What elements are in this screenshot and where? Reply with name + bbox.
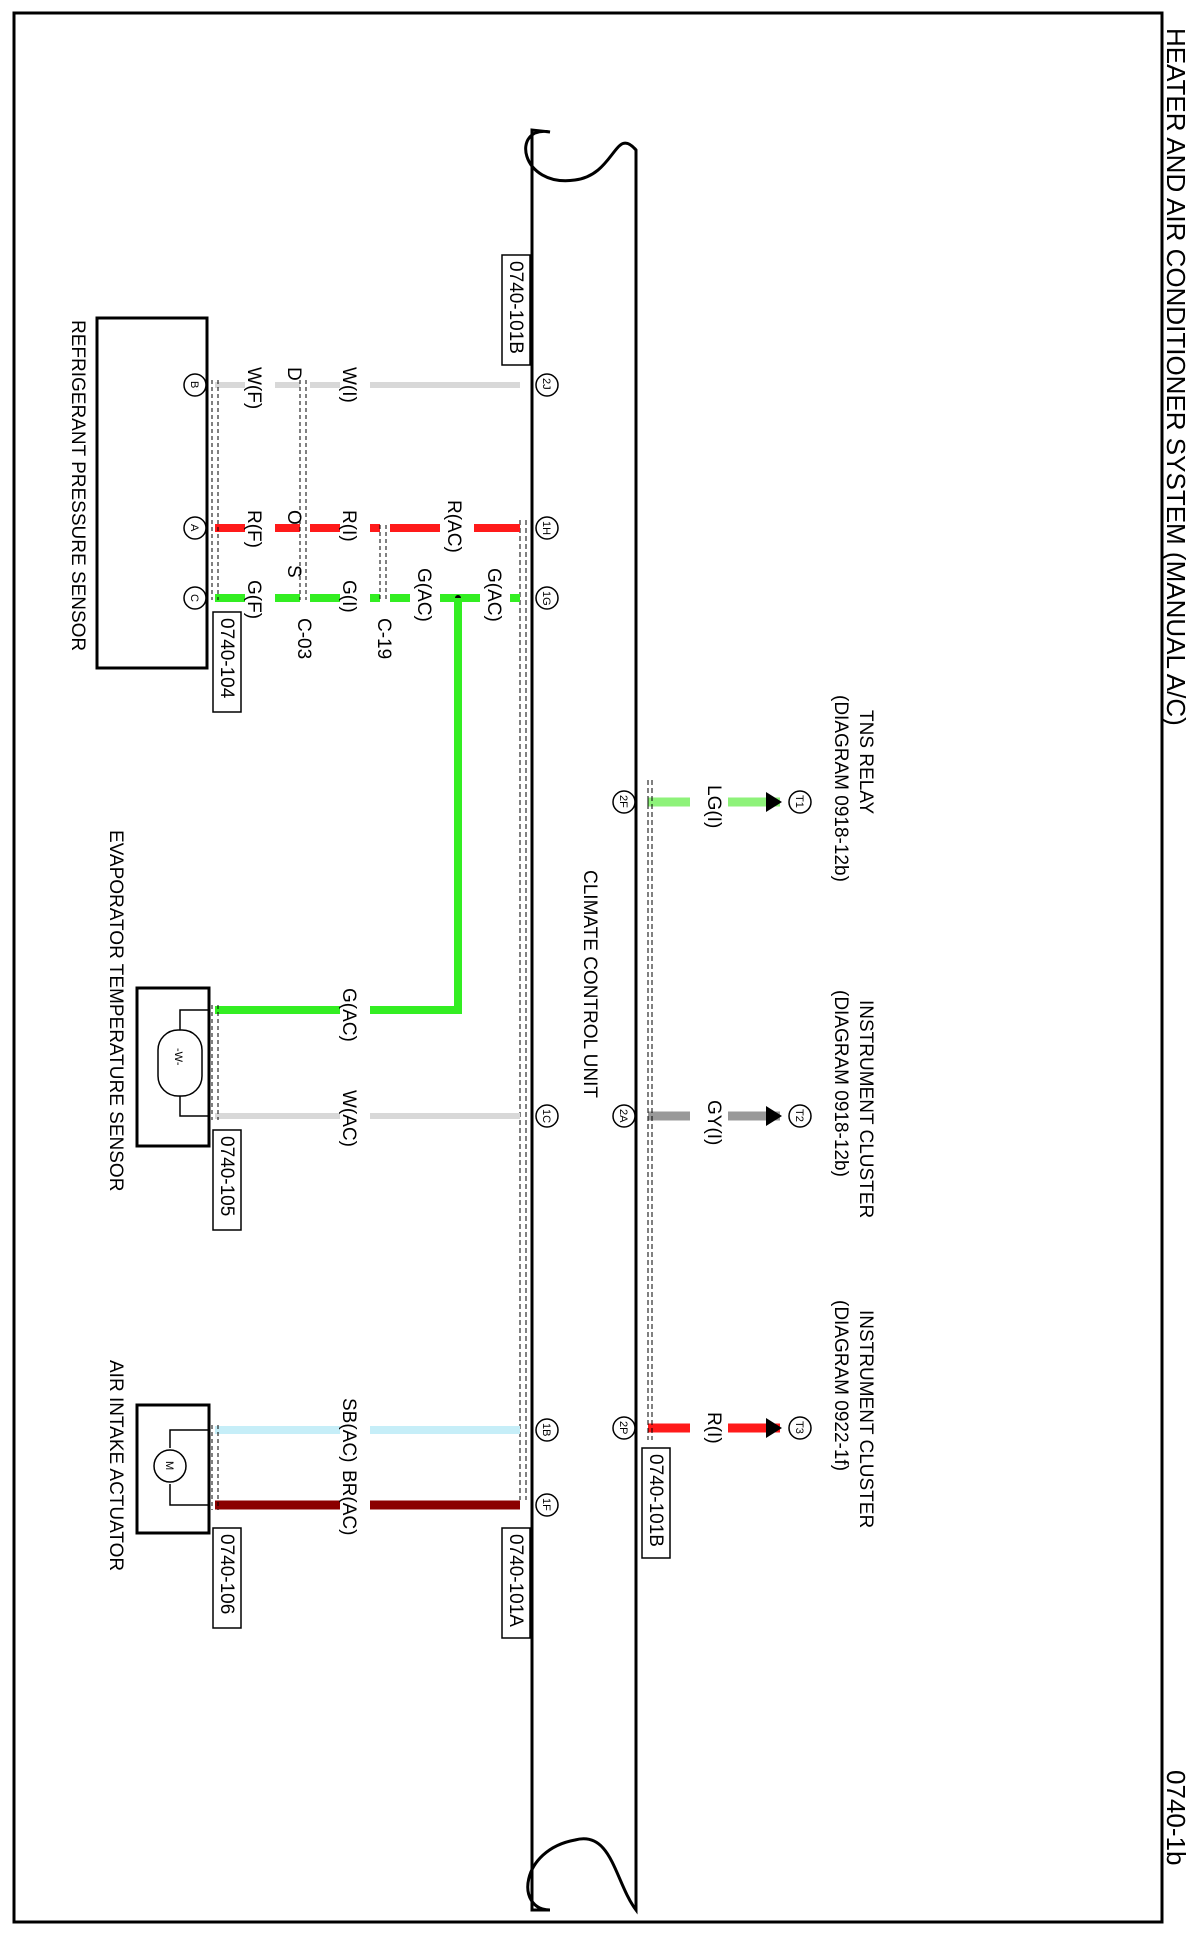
wire-label-sb-ac: SB(AC) [338,1398,359,1462]
wire-label-w-f: W(F) [243,367,264,409]
wire-label-lg: LG(I) [703,785,724,828]
refrigerant-sensor-name: REFRIGERANT PRESSURE SENSOR [67,320,88,651]
connector-box-101b-right [641,1447,671,1559]
pin-1f [535,1493,559,1517]
terminal-t3 [788,1416,812,1440]
pin-1c [535,1104,559,1128]
instrument-cluster-2-name: INSTRUMENT CLUSTER [855,1310,876,1528]
connector-box-104 [212,611,242,713]
arrow-t3 [766,1418,782,1438]
wire-label-s: S [283,565,304,578]
page-code: 0740-1b [1161,1770,1191,1865]
terminal-t1-label: T1 [793,795,805,808]
wire-label-w-i: W(I) [338,367,359,403]
connector-label-101b-top: 0740-101B [505,261,526,354]
connector-label-105: 0740-105 [216,1136,237,1216]
evaporator-sensor-name: EVAPORATOR TEMPERATURE SENSOR [105,830,126,1191]
wire-label-evap-g: G(AC) [338,988,359,1042]
terminal-t2-label: T2 [793,1109,805,1122]
wire-label-g-f: G(F) [243,580,264,619]
pin-1c-label: 1C [540,1109,552,1123]
pin-a-label: A [188,524,200,532]
pin-1h [535,516,559,540]
wire-label-br-ac: BR(AC) [338,1470,359,1535]
instrument-cluster-1-ref: (DIAGRAM 0918-12b) [830,990,851,1177]
pin-1g-label: 1G [540,591,552,606]
arrow-t1 [766,792,782,812]
thermistor-symbol: -W- [172,1048,184,1066]
thermistor-icon [157,1029,203,1097]
pin-c [183,586,207,610]
wire-label-r-f: R(F) [243,510,264,548]
wire-label-r-ac: R(AC) [443,500,464,553]
wire-label-g-ac-2: G(AC) [413,568,434,622]
air-intake-actuator-name: AIR INTAKE ACTUATOR [105,1360,126,1571]
wire-label-g-i: G(I) [338,580,359,613]
connector-c19: C-19 [373,618,394,659]
climate-control-unit-body [524,128,638,1915]
tns-relay-name: TNS RELAY [855,710,876,815]
connector-box-101b-top [501,254,531,366]
pin-1h-label: 1H [540,521,552,535]
connector-label-106: 0740-106 [216,1534,237,1614]
pin-b [183,373,207,397]
connector-label-101b-right: 0740-101B [645,1454,666,1547]
terminal-t2 [788,1104,812,1128]
pin-2a [612,1104,636,1128]
wire-label-r-i: R(I) [703,1412,724,1444]
wire-label-gy: GY(I) [703,1100,724,1145]
pin-1b [535,1418,559,1442]
diagram-title: HEATER AND AIR CONDITIONER SYSTEM (MANUA… [1161,28,1191,726]
wire-label-r-i-low: R(I) [338,510,359,542]
connector-c03: C-03 [293,618,314,659]
motor-icon [153,1449,187,1483]
wire-label-o: O [283,510,304,525]
connector-label-104: 0740-104 [216,618,237,699]
wire-g-branch [370,598,462,1014]
wire-label-d: D [283,367,304,381]
motor-symbol: M [163,1461,175,1470]
pin-1b-label: 1B [540,1423,552,1436]
wire-label-evap-w: W(AC) [338,1090,359,1147]
pin-1f-label: 1F [540,1498,552,1511]
pin-a [183,516,207,540]
climate-control-unit-label: CLIMATE CONTROL UNIT [579,870,600,1098]
arrow-t2 [766,1106,782,1126]
tns-relay-ref: (DIAGRAM 0918-12b) [830,695,851,882]
pin-2p [612,1416,636,1440]
pin-2f [612,790,636,814]
pin-1g [535,586,559,610]
wire-label-g-ac-1: G(AC) [483,568,504,622]
connector-box-101a [501,1527,531,1639]
connector-box-105 [212,1129,242,1231]
connector-label-101a: 0740-101A [505,1534,526,1627]
pin-c-label: C [188,594,200,602]
terminal-t1 [788,790,812,814]
pin-2j [535,373,559,397]
pin-2j-label: 2J [540,378,552,390]
refrigerant-sensor-body [95,316,209,670]
pin-2a-label: 2A [617,1109,629,1123]
terminal-t3-label: T3 [793,1421,805,1434]
pin-2f-label: 2F [617,795,629,808]
pin-b-label: B [188,381,200,388]
instrument-cluster-2-ref: (DIAGRAM 0922-1f) [830,1300,851,1471]
connector-box-106 [212,1527,242,1629]
pin-2p-label: 2P [617,1421,629,1434]
page-border [12,11,1164,1924]
instrument-cluster-1-name: INSTRUMENT CLUSTER [855,1000,876,1218]
